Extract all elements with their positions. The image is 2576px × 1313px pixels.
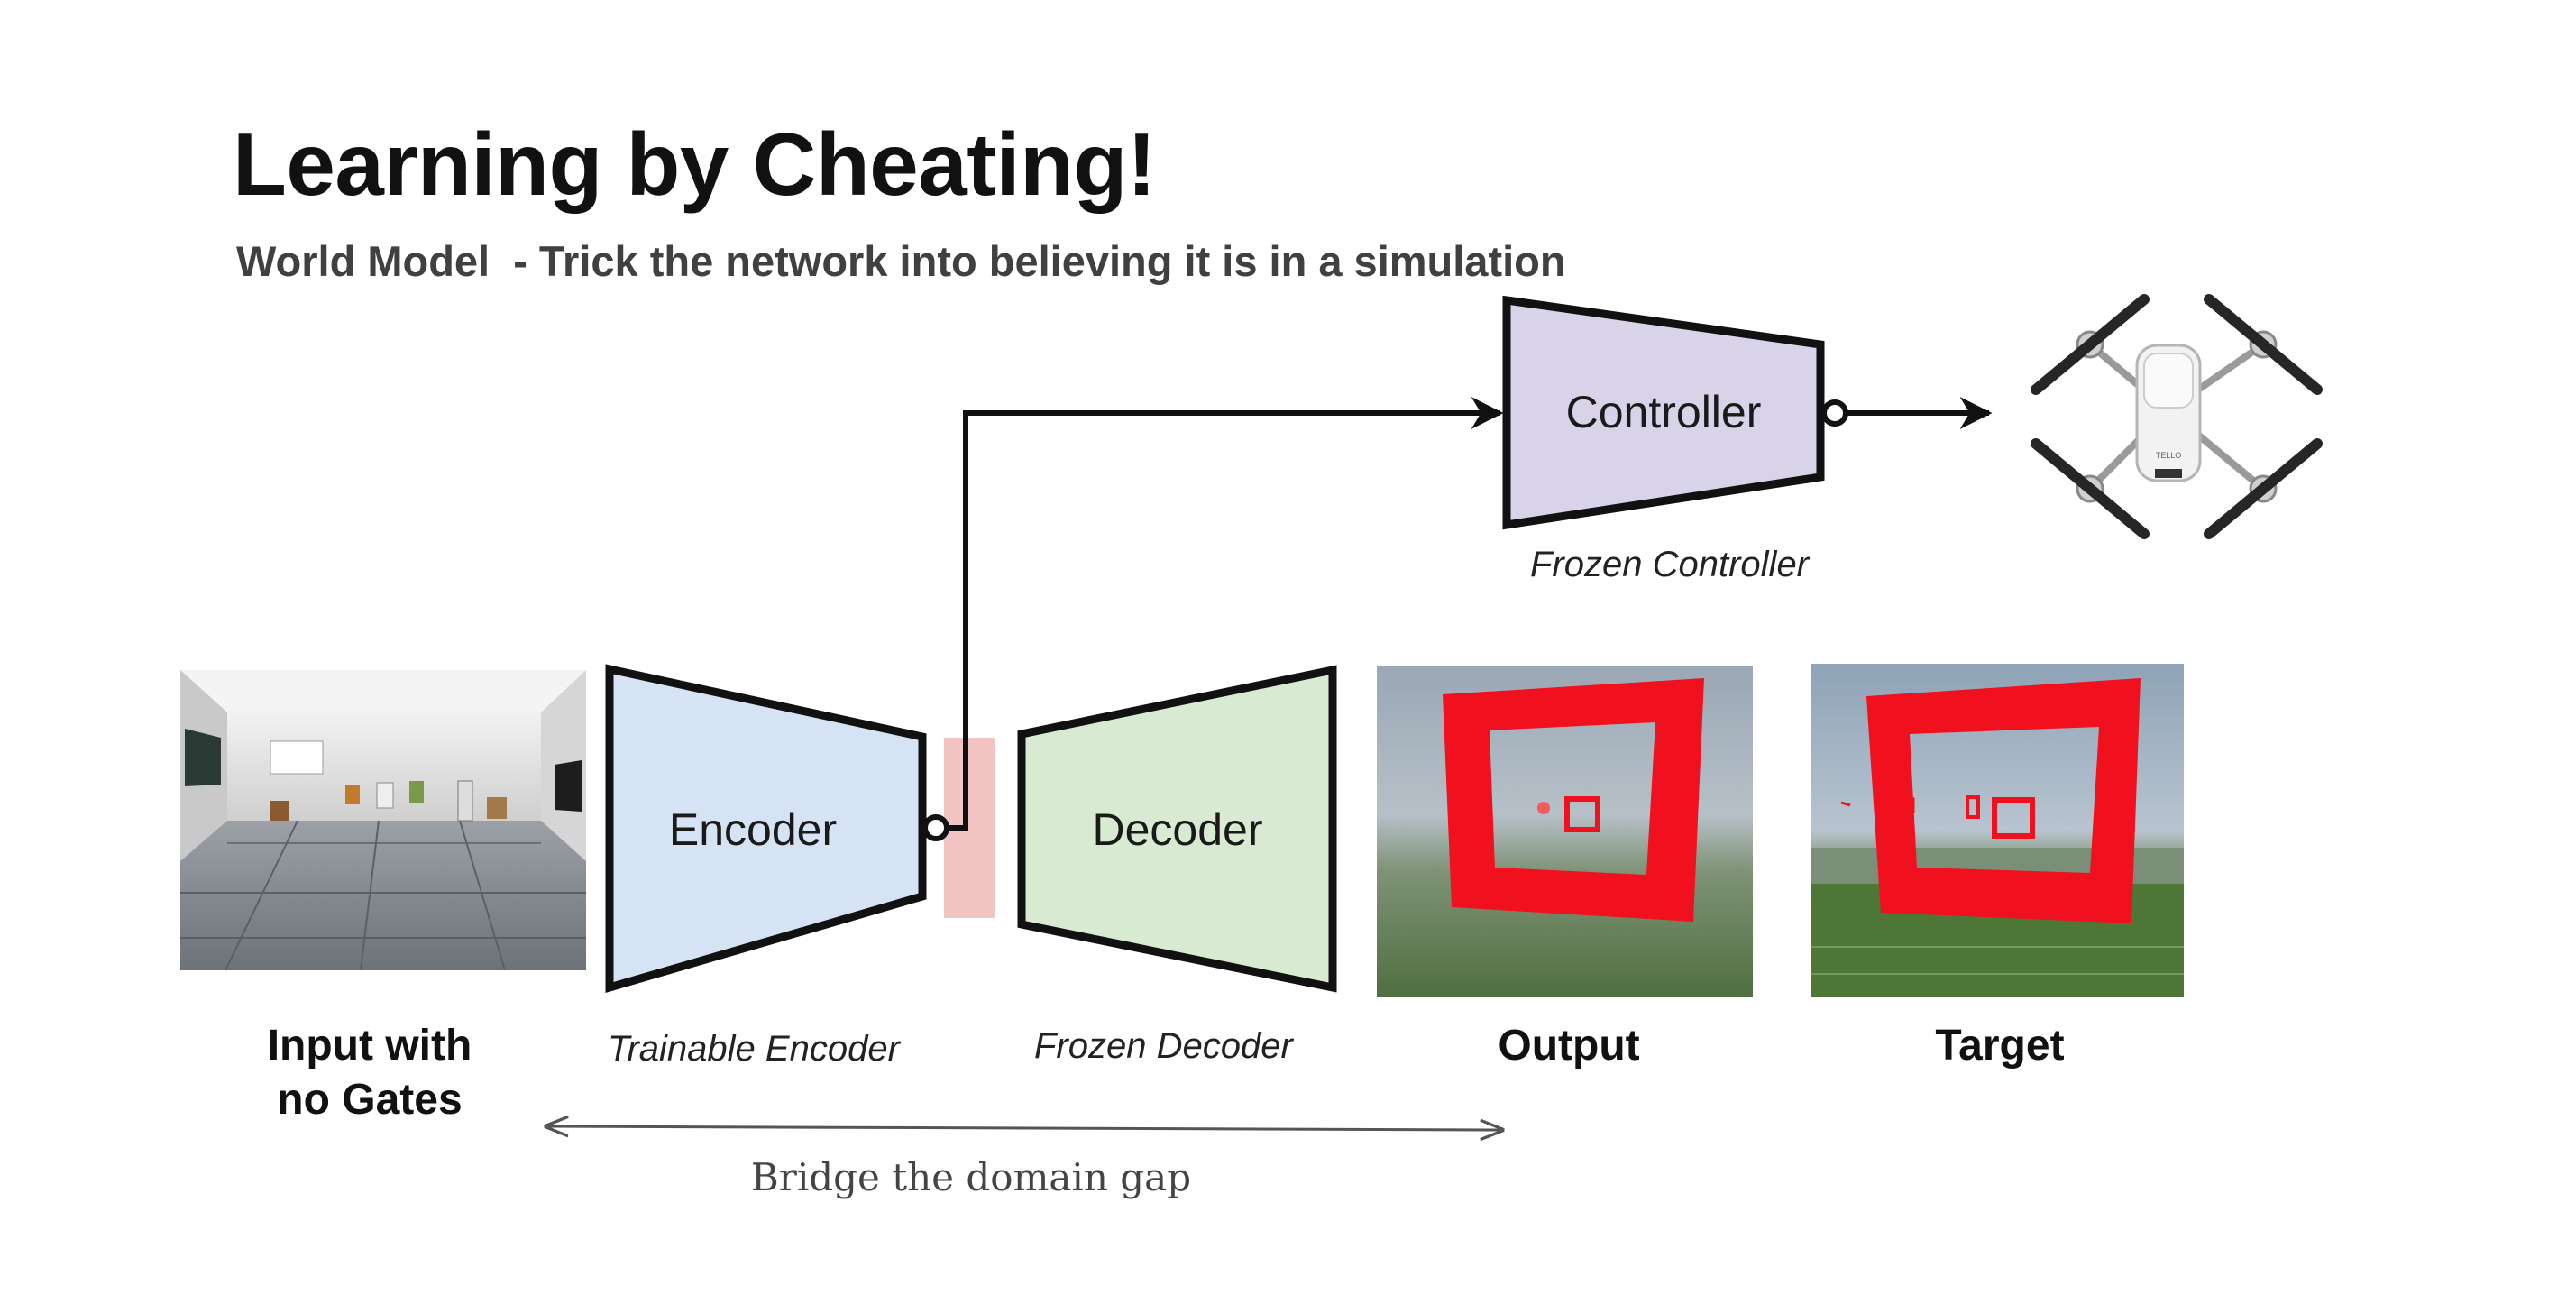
target-image	[1811, 664, 2184, 997]
target-gate-frame	[1866, 678, 2141, 923]
controller-output-port	[1821, 399, 1848, 427]
input-caption-line2: no Gates	[277, 1076, 463, 1124]
encoder-block	[605, 664, 927, 993]
controller-caption: Frozen Controller	[1530, 545, 1810, 584]
output-image	[1377, 666, 1753, 997]
decoder-block	[1017, 665, 1337, 993]
drone-image: TELLO	[1994, 252, 2341, 575]
encoder-caption: Trainable Encoder	[608, 1029, 900, 1069]
target-caption: Target	[1935, 1022, 2065, 1070]
drone-brand: TELLO	[2156, 451, 2182, 460]
encoder-output-port	[922, 814, 949, 841]
domain-gap-arrow	[546, 1126, 1502, 1130]
controller-block	[1502, 295, 1825, 530]
encoder-label: Encoder	[669, 804, 837, 855]
input-image	[180, 670, 586, 971]
latent-to-controller-arrow	[947, 397, 1504, 831]
output-gate-frame	[1443, 678, 1704, 922]
input-caption: Input with no Gates	[216, 1019, 523, 1127]
decoder-caption: Frozen Decoder	[1034, 1026, 1293, 1066]
domain-gap-label: Bridge the domain gap	[751, 1155, 1191, 1199]
input-caption-line1: Input with	[267, 1022, 472, 1070]
controller-label: Controller	[1566, 387, 1762, 437]
decoder-label: Decoder	[1093, 804, 1263, 855]
output-caption: Output	[1498, 1022, 1640, 1070]
slide-subtitle: World Model - Trick the network into bel…	[236, 237, 1566, 285]
slide-title: Learning by Cheating!	[233, 115, 1157, 214]
